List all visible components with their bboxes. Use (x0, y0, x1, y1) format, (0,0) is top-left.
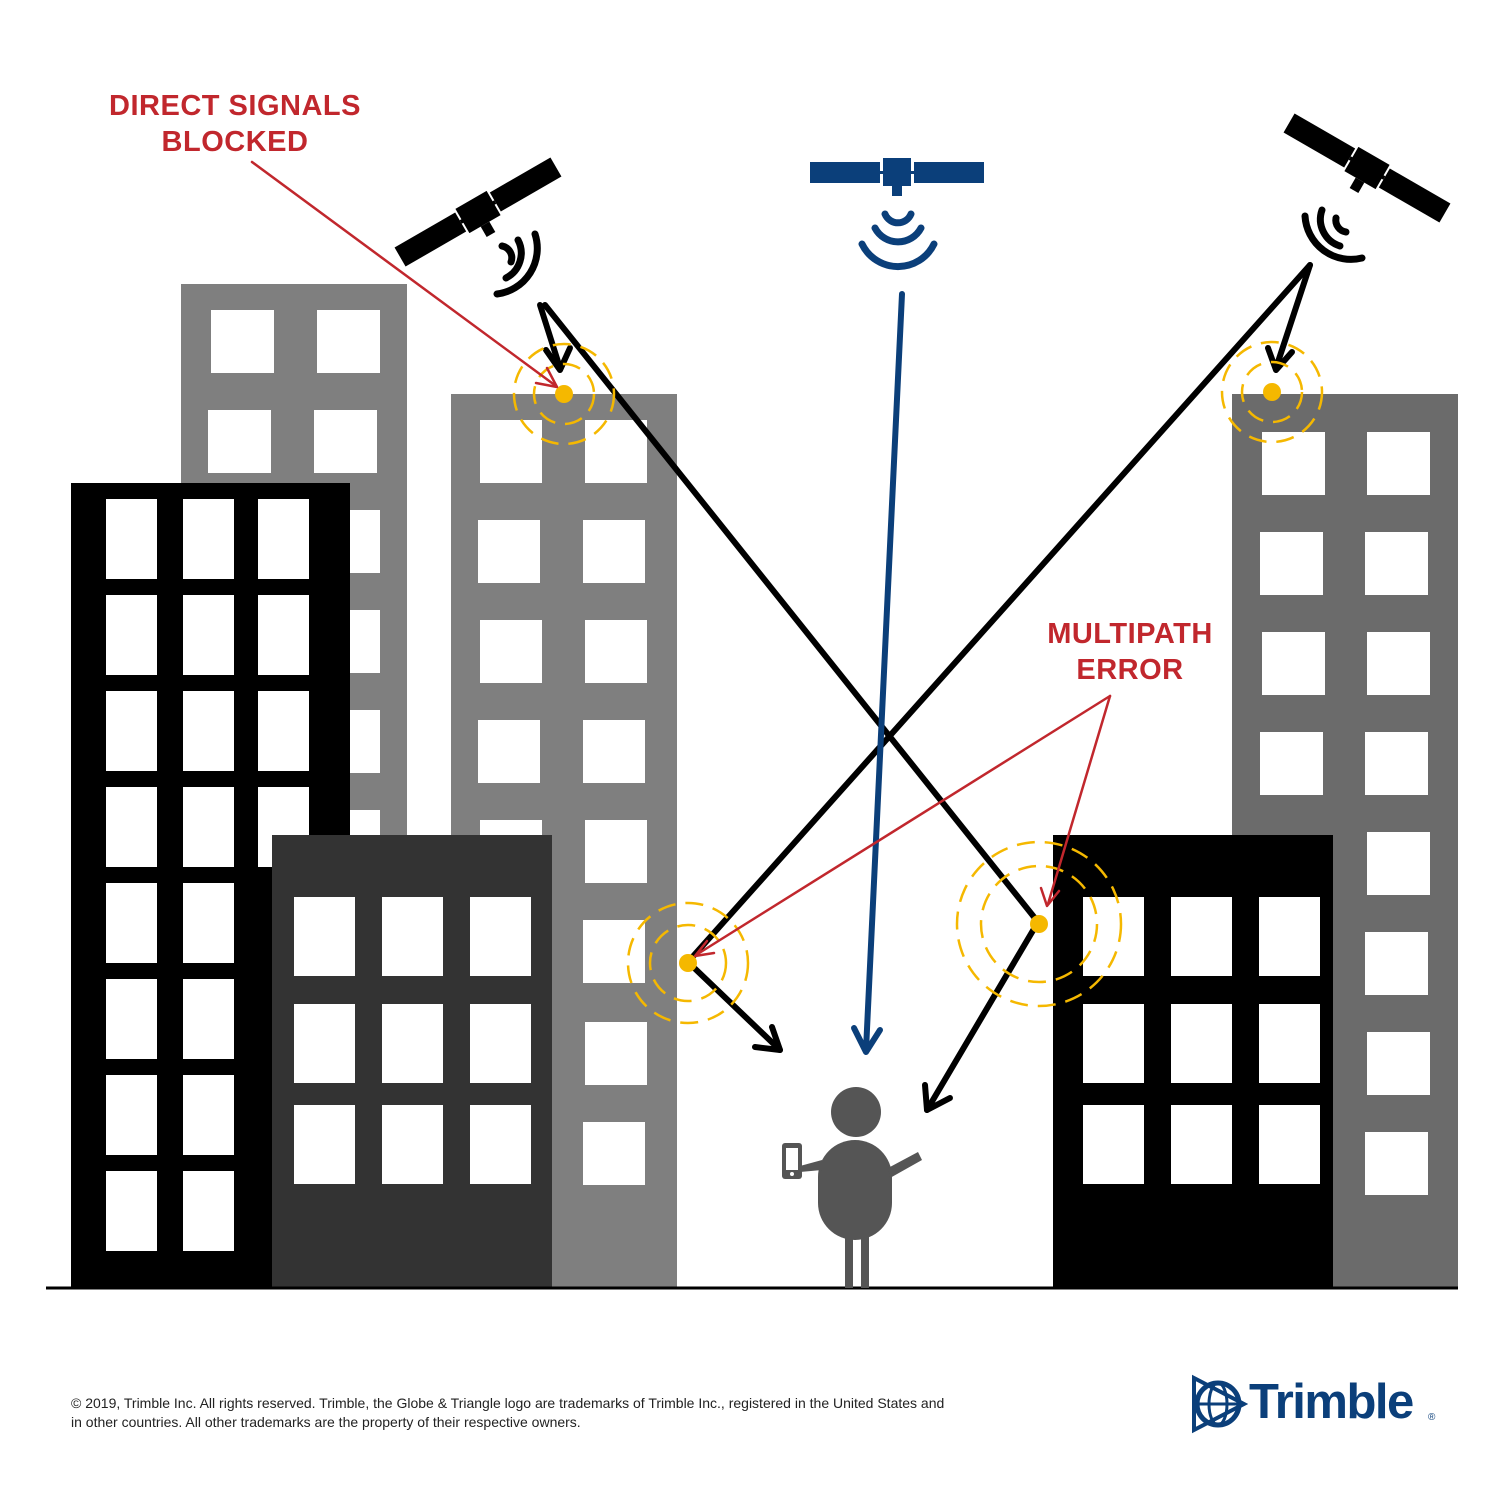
trimble-logo: Trimble ® (1192, 1370, 1442, 1440)
brand-name: Trimble (1249, 1375, 1414, 1429)
signal-waves-icon (493, 230, 541, 298)
direct-signals-blocked-label: DIRECT SIGNALS BLOCKED (90, 88, 380, 160)
blocked-label-line1: DIRECT SIGNALS (109, 90, 361, 122)
trademark-symbol: ® (1428, 1412, 1436, 1423)
direct-signal-line (851, 291, 905, 1055)
annotation-arrows (250, 160, 1112, 958)
satellite-icon (394, 157, 562, 267)
reflection-point-right-low (955, 840, 1123, 1008)
reflection-point-top-left (512, 342, 616, 446)
multipath-error-label: MULTIPATH ERROR (1020, 616, 1240, 688)
copyright-notice: © 2019, Trimble Inc. All rights reserved… (71, 1394, 1051, 1432)
blocked-label-line2: BLOCKED (161, 126, 309, 158)
trimble-globe-logo-icon (1192, 1374, 1248, 1434)
reflection-point-top-right (1220, 340, 1324, 444)
signal-waves-icon (1301, 206, 1366, 263)
signal-waves-icon (858, 210, 938, 270)
building-front-left-dark (272, 835, 552, 1288)
multipath-label-line2: ERROR (1076, 654, 1184, 686)
copyright-line-1: © 2019, Trimble Inc. All rights reserved… (71, 1395, 945, 1411)
reflection-point-left-low (626, 901, 750, 1025)
satellite-icon (810, 158, 984, 196)
person-icon (800, 1087, 922, 1288)
copyright-line-2: in other countries. All other trademarks… (71, 1414, 581, 1430)
multipath-label-line1: MULTIPATH (1047, 618, 1213, 650)
building-right-front-black (1053, 835, 1333, 1288)
satellite-icon (1283, 113, 1451, 223)
smartphone-icon (782, 1143, 802, 1179)
